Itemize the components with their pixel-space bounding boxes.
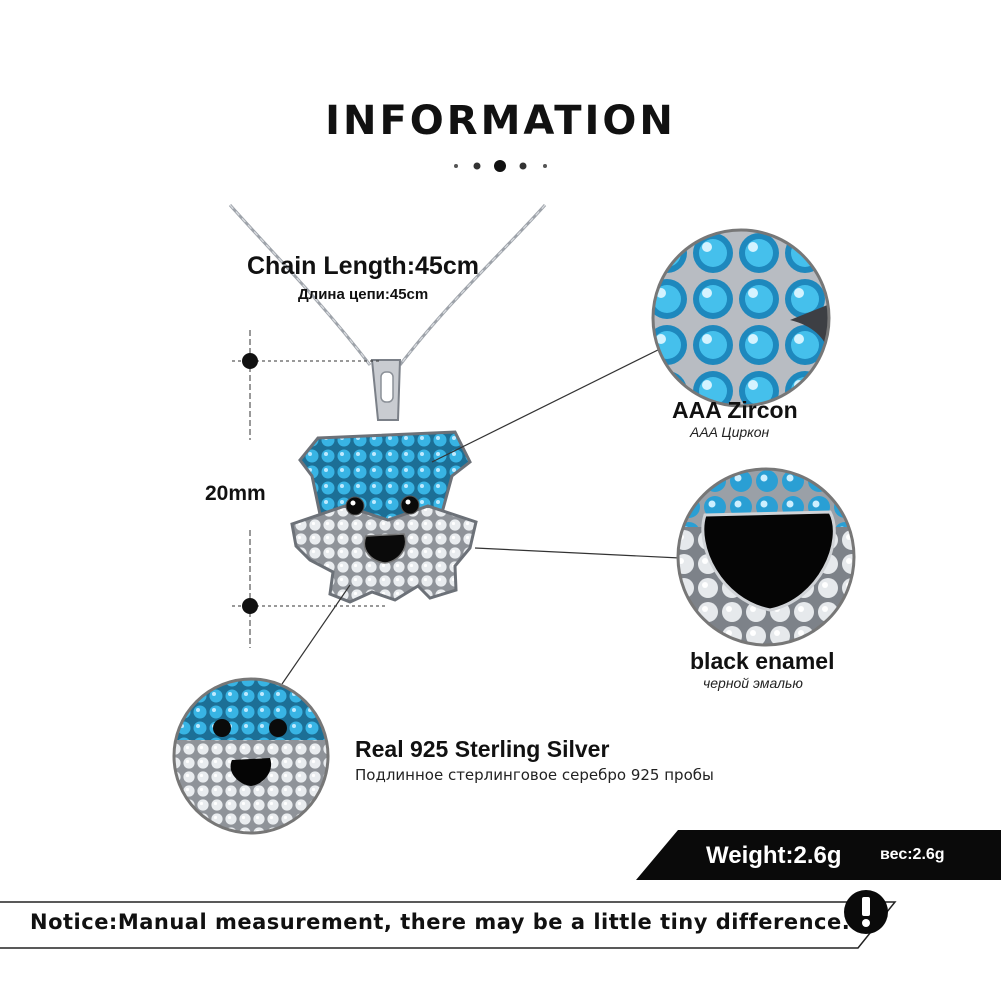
enamel-title: black enamel [690,648,835,674]
notice-text: Notice:Manual measurement, there may be … [30,910,851,934]
enamel-subtitle: черной эмалью [703,675,803,691]
exclamation-icon [844,890,888,934]
pendant-bail [370,359,402,421]
chain-length-label-ru: Длина цепи:45cm [298,286,429,303]
silver-closeup [172,677,330,835]
weight-band [636,830,1001,880]
callout-lines [281,342,681,685]
dimension-marker-top [242,353,258,369]
title-dots [454,160,547,172]
dog-pendant [290,430,478,604]
zircon-subtitle: AAA Циркон [690,424,770,440]
enamel-closeup [676,467,856,647]
silver-title: Real 925 Sterling Silver [355,736,610,762]
weight-label: Weight:2.6g [706,842,842,869]
zircon-closeup [651,228,831,408]
page-title: INFORMATION [325,98,676,144]
silver-subtitle: Подлинное стерлинговое серебро 925 пробы [355,766,714,784]
chain-length-label: Chain Length:45cm [247,252,479,280]
zircon-title: AAA Zircon [672,397,798,423]
necklace-chain [228,204,547,366]
dimension-marker-bottom [242,598,258,614]
weight-label-ru: вес:2.6g [880,846,945,863]
pendant-height-label: 20mm [205,482,266,505]
